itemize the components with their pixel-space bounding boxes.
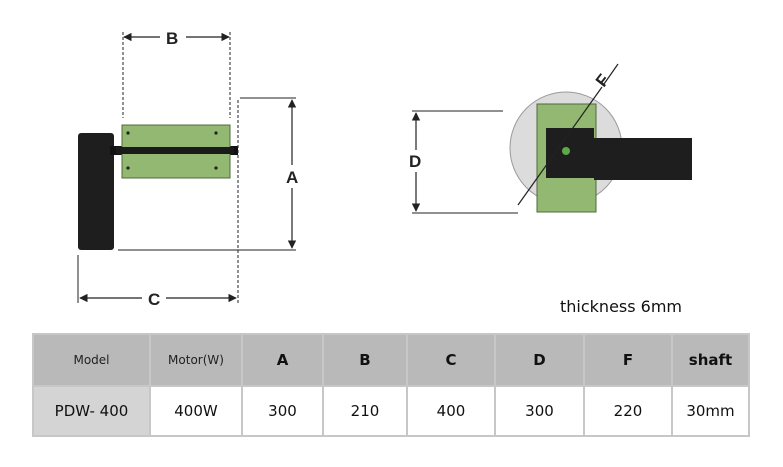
side-view: F D <box>409 63 692 214</box>
thickness-note: thickness 6mm <box>560 297 683 316</box>
cell-c: 400 <box>406 385 496 437</box>
spec-table: Model Motor(W) A B C D F shaft PDW- 400 … <box>32 333 750 437</box>
table-header-row: Model Motor(W) A B C D F shaft <box>32 333 750 387</box>
cell-d: 300 <box>494 385 585 437</box>
header-model: Model <box>32 333 151 387</box>
cell-a: 300 <box>241 385 324 437</box>
cell-model: PDW- 400 <box>32 385 151 437</box>
machine-dimension-diagram: B A C F D <box>77 29 692 309</box>
motor-body <box>78 133 114 250</box>
header-f: F <box>583 333 673 387</box>
table-row: PDW- 400 400W 300 210 400 300 220 30mm <box>32 385 750 437</box>
cell-b: 210 <box>322 385 408 437</box>
cell-f: 220 <box>583 385 673 437</box>
dim-label-a: A <box>286 168 298 187</box>
bolt <box>214 131 218 135</box>
dim-label-f: F <box>592 71 613 91</box>
dim-label-d: D <box>409 152 421 171</box>
front-view: B A C <box>77 29 298 309</box>
header-c: C <box>406 333 496 387</box>
shaft-center <box>562 147 570 155</box>
bolt <box>214 166 218 170</box>
dim-label-b: B <box>166 29 178 48</box>
cell-shaft: 30mm <box>671 385 750 437</box>
header-a: A <box>241 333 324 387</box>
header-motor: Motor(W) <box>149 333 243 387</box>
shaft-over-plate <box>116 147 234 154</box>
header-d: D <box>494 333 585 387</box>
motor-housing <box>546 128 594 178</box>
motor-extension <box>594 138 692 180</box>
header-shaft: shaft <box>671 333 750 387</box>
bolt <box>126 166 130 170</box>
cell-motor: 400W <box>149 385 243 437</box>
header-b: B <box>322 333 408 387</box>
dim-label-c: C <box>148 290 160 309</box>
bolt <box>126 131 130 135</box>
